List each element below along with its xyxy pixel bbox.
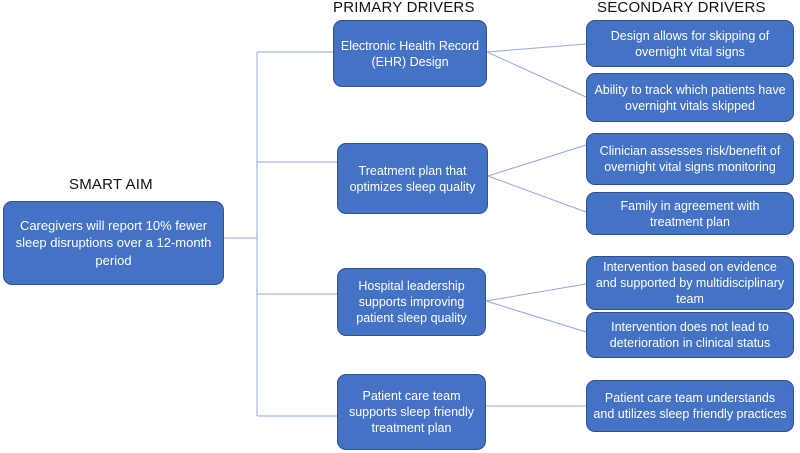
secondary-driver-box: Intervention does not lead to deteriorat… [586, 312, 794, 358]
secondary-driver-box: Ability to track which patients have ove… [586, 73, 794, 122]
aim-text: Caregivers will report 10% fewer sleep d… [15, 218, 212, 268]
secondary-driver-text: Ability to track which patients have ove… [594, 82, 786, 113]
primary-driver-text: Electronic Health Record (EHR) Design [340, 38, 480, 69]
secondary-driver-text: Intervention based on evidence and suppo… [595, 260, 785, 306]
primary-driver-text: Hospital leadership supports improving p… [356, 279, 467, 325]
aim-box: Caregivers will report 10% fewer sleep d… [3, 201, 224, 285]
primary-driver-text: Patient care team supports sleep friendl… [348, 389, 475, 435]
secondary-driver-box: Patient care team understands and utiliz… [586, 380, 794, 432]
secondary-driver-text: Clinician assesses risk/benefit of overn… [599, 144, 781, 174]
secondary-driver-box: Family in agreement with treatment plan [586, 192, 794, 235]
smart-aim-header: SMART AIM [69, 176, 153, 193]
secondary-driver-text: Family in agreement with treatment plan [620, 198, 760, 229]
primary-driver-box: Treatment plan that optimizes sleep qual… [337, 143, 488, 214]
secondary-driver-text: Design allows for skipping of overnight … [610, 28, 770, 59]
secondary-driver-box: Design allows for skipping of overnight … [586, 20, 794, 67]
primary-drivers-header: PRIMARY DRIVERS [333, 0, 475, 16]
secondary-driver-box: Intervention based on evidence and suppo… [586, 256, 794, 310]
primary-driver-box: Electronic Health Record (EHR) Design [333, 20, 487, 87]
primary-driver-box: Hospital leadership supports improving p… [337, 268, 486, 336]
secondary-driver-text: Patient care team understands and utiliz… [593, 391, 787, 421]
primary-driver-text: Treatment plan that optimizes sleep qual… [349, 163, 476, 194]
primary-driver-box: Patient care team supports sleep friendl… [337, 374, 486, 450]
secondary-driver-box: Clinician assesses risk/benefit of overn… [586, 133, 794, 185]
secondary-drivers-header: SECONDARY DRIVERS [597, 0, 766, 16]
secondary-driver-text: Intervention does not lead to deteriorat… [609, 320, 771, 350]
